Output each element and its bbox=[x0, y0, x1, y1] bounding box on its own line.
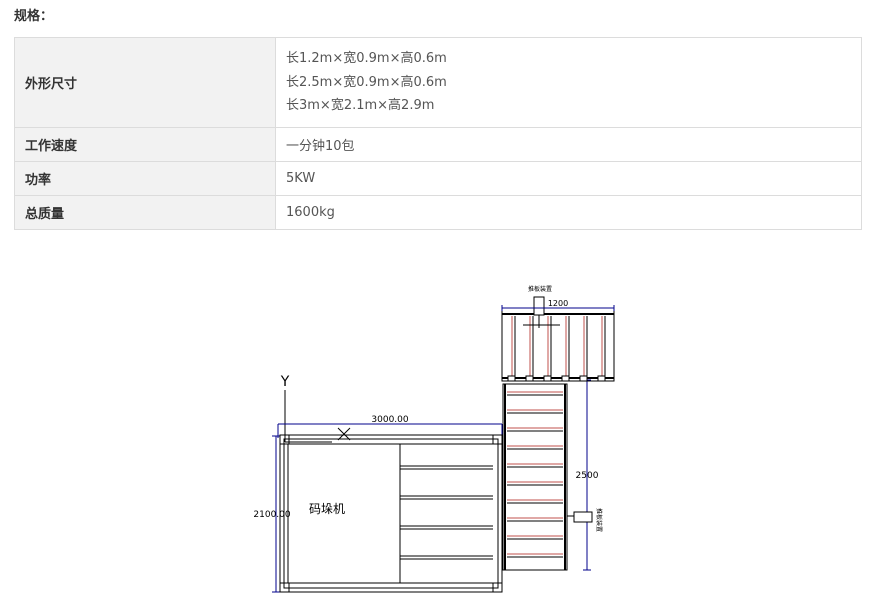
table-row: 功率 5KW bbox=[14, 161, 862, 196]
table-row: 工作速度 一分钟10包 bbox=[14, 127, 862, 162]
spec-value: 一分钟10包 bbox=[275, 127, 862, 162]
palletizer-layout-drawing: Y 3000.00 2100.00 码垛机 bbox=[253, 285, 615, 593]
side-device-label: 推板装置 bbox=[595, 508, 603, 532]
spec-heading: 规格： bbox=[14, 9, 54, 24]
side-dimension-label: 2500 bbox=[576, 471, 599, 481]
top-device-label: 推板装置 bbox=[528, 285, 552, 293]
table-row: 总质量 1600kg bbox=[14, 195, 862, 230]
spec-value-line: 长1.2m×宽0.9m×高0.6m bbox=[286, 51, 447, 67]
table-row: 外形尺寸 长1.2m×宽0.9m×高0.6m 长2.5m×宽0.9m×高0.6m… bbox=[14, 37, 862, 128]
y-axis-marker bbox=[284, 390, 351, 443]
spec-label: 总质量 bbox=[14, 195, 276, 230]
spec-table: 外形尺寸 长1.2m×宽0.9m×高0.6m 长2.5m×宽0.9m×高0.6m… bbox=[14, 37, 862, 230]
spec-value: 长1.2m×宽0.9m×高0.6m 长2.5m×宽0.9m×高0.6m 长3m×… bbox=[275, 37, 862, 128]
spec-value-line: 长3m×宽2.1m×高2.9m bbox=[286, 98, 435, 114]
side-device bbox=[567, 511, 593, 523]
spec-value: 1600kg bbox=[275, 195, 862, 230]
spec-label: 外形尺寸 bbox=[14, 37, 276, 128]
palletizer-frame bbox=[279, 434, 503, 593]
top-dimension-label: 1200 bbox=[548, 299, 568, 308]
side-conveyor bbox=[502, 383, 568, 571]
width-dimension-label: 3000.00 bbox=[371, 415, 408, 425]
spec-value: 5KW bbox=[275, 161, 862, 196]
machine-label: 码垛机 bbox=[309, 501, 345, 516]
spec-label: 功率 bbox=[14, 161, 276, 196]
height-dimension-label: 2100.00 bbox=[253, 510, 290, 520]
top-device bbox=[533, 296, 545, 328]
y-axis-label: Y bbox=[280, 374, 290, 390]
spec-value-line: 长2.5m×宽0.9m×高0.6m bbox=[286, 74, 447, 90]
top-conveyor bbox=[501, 307, 615, 382]
height-dimension bbox=[272, 435, 280, 593]
top-dimension bbox=[501, 305, 615, 311]
width-dimension bbox=[277, 423, 503, 438]
spec-label: 工作速度 bbox=[14, 127, 276, 162]
